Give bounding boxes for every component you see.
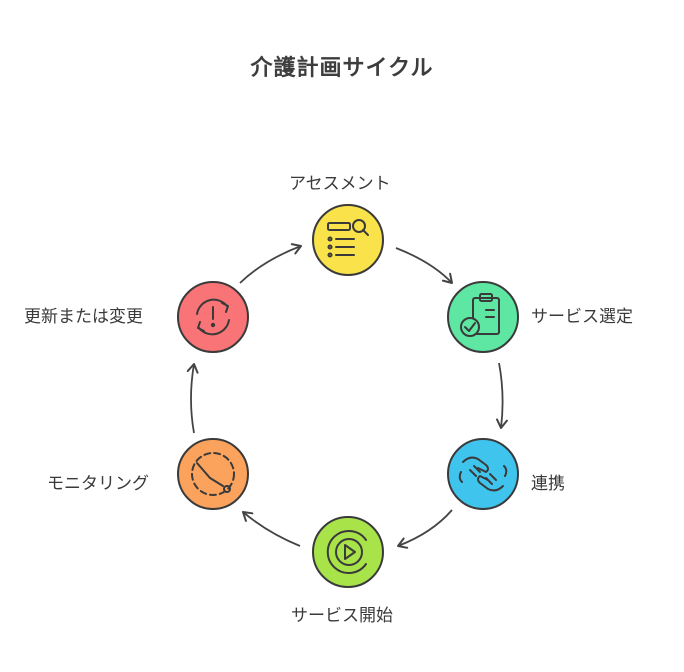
arrow-assessment-to-selection: [395, 247, 453, 284]
step-label-update: 更新または変更: [24, 307, 143, 327]
step-circle-service-start: [312, 516, 384, 588]
arrow-selection-to-coordination: [495, 362, 508, 429]
step-label-coordination: 連携: [531, 474, 565, 494]
arrow-monitoring-to-update: [186, 363, 199, 434]
search-list-icon: [327, 219, 369, 258]
step-label-service-selection: サービス選定: [531, 307, 633, 327]
step-node-service-start: [312, 516, 384, 588]
step-circle-monitoring: [177, 438, 249, 510]
step-label-service-start: サービス開始: [291, 606, 393, 626]
clipboard-check-icon: [460, 293, 500, 337]
step-label-monitoring: モニタリング: [47, 474, 149, 494]
step-circle-service-selection: [447, 281, 519, 353]
step-node-coordination: [447, 438, 519, 510]
refresh-alert-icon: [196, 298, 230, 336]
arrow-coordination-to-start: [397, 509, 453, 549]
arrow-update-to-assessment: [239, 243, 302, 284]
step-label-assessment: アセスメント: [289, 174, 391, 194]
handshake-icon: [458, 456, 508, 492]
step-node-assessment: [312, 204, 384, 276]
arrow-start-to-monitoring: [242, 511, 301, 547]
step-node-service-selection: [447, 281, 519, 353]
diagram-title: 介護計画サイクル: [250, 56, 434, 81]
step-node-monitoring: [177, 438, 249, 510]
play-icon: [326, 530, 367, 574]
step-node-update: [177, 281, 249, 353]
step-circle-coordination: [447, 438, 519, 510]
timer-icon: [191, 452, 235, 496]
